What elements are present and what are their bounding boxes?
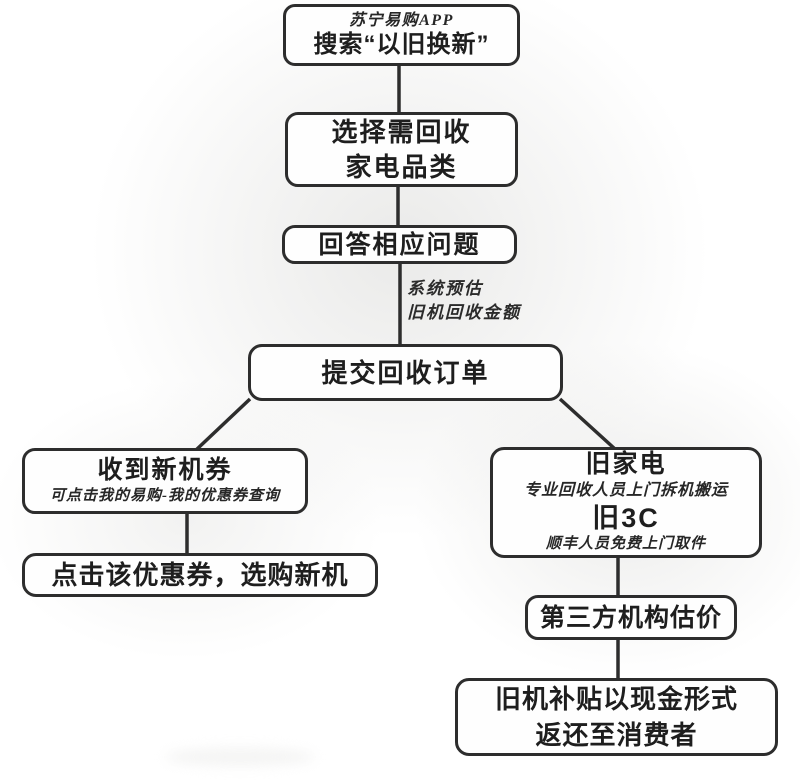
edge-label-line1: 系统预估 <box>407 279 483 298</box>
node-title: 提交回收订单 <box>321 357 490 388</box>
node-receive-coupon: 收到新机券 可点击我的易购-我的优惠券查询 <box>22 448 308 514</box>
edge-label-estimate: 系统预估 旧机回收金额 <box>407 277 521 325</box>
node-third-party-appraisal: 第三方机构估价 <box>525 595 737 640</box>
node-old-devices: 旧家电 专业回收人员上门拆机搬运 旧3C 顺丰人员免费上门取件 <box>490 447 762 558</box>
node-title: 第三方机构估价 <box>539 603 722 632</box>
node-title-old-3c: 旧3C <box>592 502 660 533</box>
node-answer-questions: 回答相应问题 <box>282 225 517 264</box>
node-use-coupon: 点击该优惠券，选购新机 <box>22 553 378 597</box>
node-cash-refund: 旧机补贴以现金形式 返还至消费者 <box>455 678 778 756</box>
connector-submit-old <box>558 397 617 451</box>
node-title: 点击该优惠券，选购新机 <box>51 560 349 590</box>
node-note: 苏宁易购APP <box>349 11 454 29</box>
node-select-category: 选择需回收 家电品类 <box>285 112 518 187</box>
node-title-line1: 选择需回收 <box>331 116 472 147</box>
node-title: 回答相应问题 <box>318 230 481 259</box>
node-title-line2: 返还至消费者 <box>535 720 698 750</box>
node-search-app: 苏宁易购APP 搜索“以旧换新” <box>283 4 520 66</box>
node-title-line2: 家电品类 <box>345 151 458 182</box>
node-title-old-appliance: 旧家电 <box>585 449 667 478</box>
node-note: 可点击我的易购-我的优惠券查询 <box>50 487 280 504</box>
node-title: 搜索“以旧换新” <box>313 30 490 58</box>
node-submit-order: 提交回收订单 <box>248 344 563 401</box>
node-note-old-appliance: 专业回收人员上门拆机搬运 <box>523 481 728 499</box>
node-note-old-3c: 顺丰人员免费上门取件 <box>545 535 706 552</box>
connector-submit-coupon <box>194 397 252 452</box>
node-title-line1: 旧机补贴以现金形式 <box>494 684 738 714</box>
watermark-smudge <box>165 748 315 766</box>
edge-label-line2: 旧机回收金额 <box>407 303 521 322</box>
node-title: 收到新机券 <box>97 455 233 484</box>
